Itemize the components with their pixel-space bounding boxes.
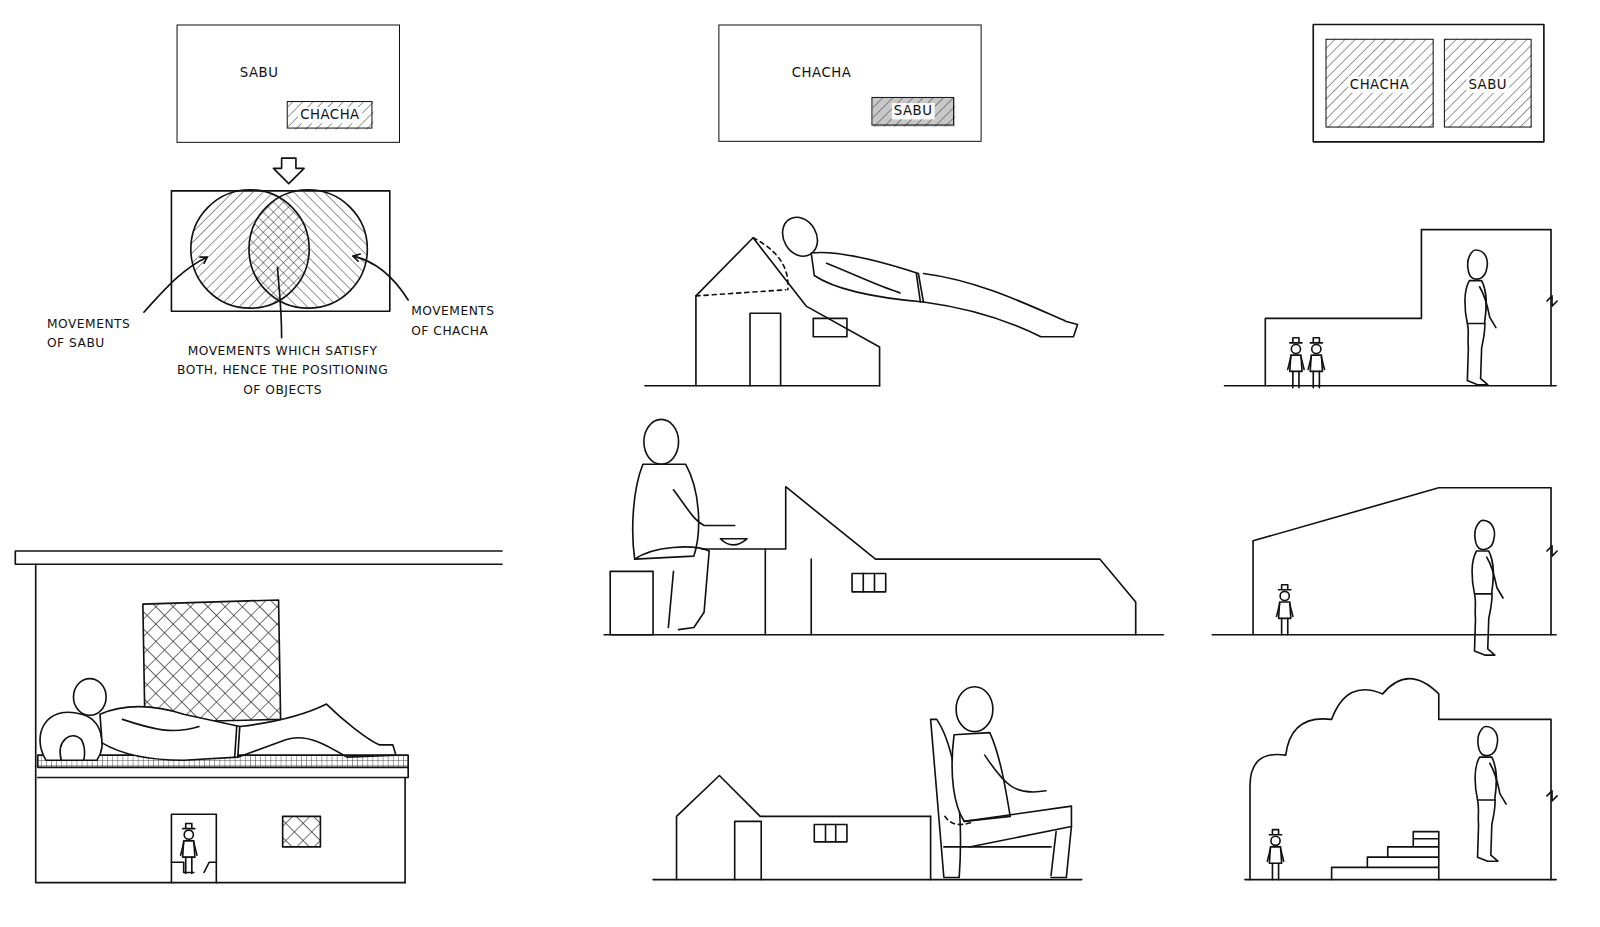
hatched-box: CHACHA (1326, 39, 1434, 128)
callout-text: MOVEMENTS WHICH SATISFY BOTH, HENCE THE … (176, 342, 390, 400)
plan-box: SABU CHACHA (177, 24, 400, 142)
box-label: CHACHA (790, 64, 854, 80)
callout-text: MOVEMENTS OF CHACHA (411, 302, 513, 341)
plan-box: CHACHA SABU (718, 24, 981, 141)
hatched-box: SABU (1444, 39, 1532, 128)
box-label: SABU (892, 103, 935, 119)
hatched-box: SABU (872, 97, 955, 126)
box-label: CHACHA (1348, 77, 1412, 93)
box-label: CHACHA (298, 107, 362, 123)
box-label: SABU (1466, 77, 1509, 93)
box-label: SABU (238, 64, 281, 80)
hatched-box: CHACHA (287, 101, 373, 129)
callout-text: MOVEMENTS OF SABU (47, 314, 145, 353)
